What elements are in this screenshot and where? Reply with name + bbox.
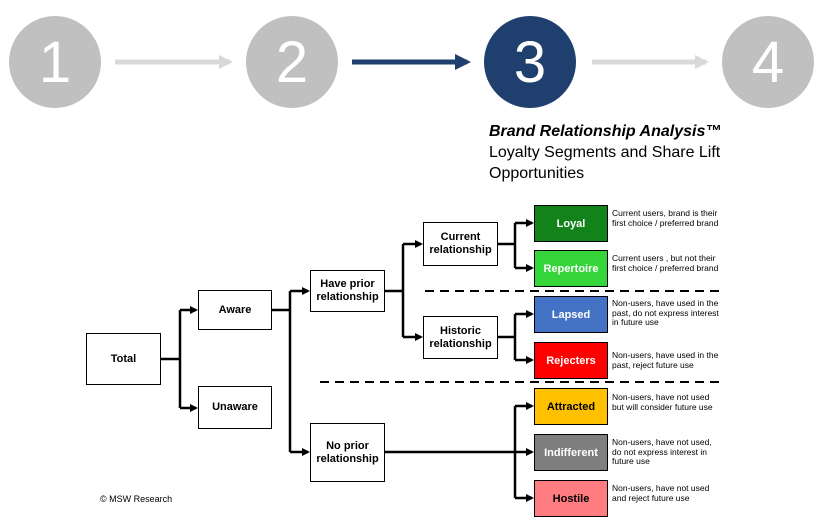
desc-rejecters: Non-users, have used in the past, reject… — [612, 350, 719, 370]
section-title: Brand Relationship Analysis™ Loyalty Seg… — [489, 121, 721, 184]
node-have-prior: Have prior relationship — [310, 270, 385, 312]
node-unaware: Unaware — [198, 386, 272, 429]
step-3-circle: 3 — [484, 16, 576, 108]
step-2-number: 2 — [275, 29, 309, 95]
desc-attracted: Non-users, have not used but will consid… — [612, 392, 713, 412]
desc-lapsed: Non-users, have used in the past, do not… — [612, 298, 719, 327]
node-no-prior: No prior relationship — [310, 423, 385, 482]
node-current: Current relationship — [423, 222, 498, 266]
desc-loyal: Current users, brand is their first choi… — [612, 208, 719, 228]
segment-repertoire: Repertoire — [534, 250, 608, 287]
title-line-2: Loyalty Segments and Share Lift — [489, 144, 721, 161]
node-historic: Historic relationship — [423, 316, 498, 359]
node-total: Total — [86, 333, 161, 385]
step-4-number: 4 — [751, 29, 785, 95]
segment-hostile: Hostile — [534, 480, 608, 517]
desc-indifferent: Non-users, have not used, do not express… — [612, 437, 712, 466]
desc-hostile: Non-users, have not used and reject futu… — [612, 483, 710, 503]
step-3-number: 3 — [513, 29, 547, 95]
step-1-circle: 1 — [9, 16, 101, 108]
desc-repertoire: Current users , but not their first choi… — [612, 253, 719, 273]
segment-attracted: Attracted — [534, 388, 608, 425]
segment-lapsed: Lapsed — [534, 296, 608, 333]
title-line-3: Opportunities — [489, 165, 585, 182]
segment-loyal: Loyal — [534, 205, 608, 242]
title-line-1: Brand Relationship Analysis™ — [489, 123, 722, 140]
step-4-circle: 4 — [722, 16, 814, 108]
segment-rejecters: Rejecters — [534, 342, 608, 379]
step-1-number: 1 — [38, 29, 72, 95]
segment-indifferent: Indifferent — [534, 434, 608, 471]
step-2-circle: 2 — [246, 16, 338, 108]
node-aware: Aware — [198, 290, 272, 330]
copyright: © MSW Research — [100, 494, 173, 504]
